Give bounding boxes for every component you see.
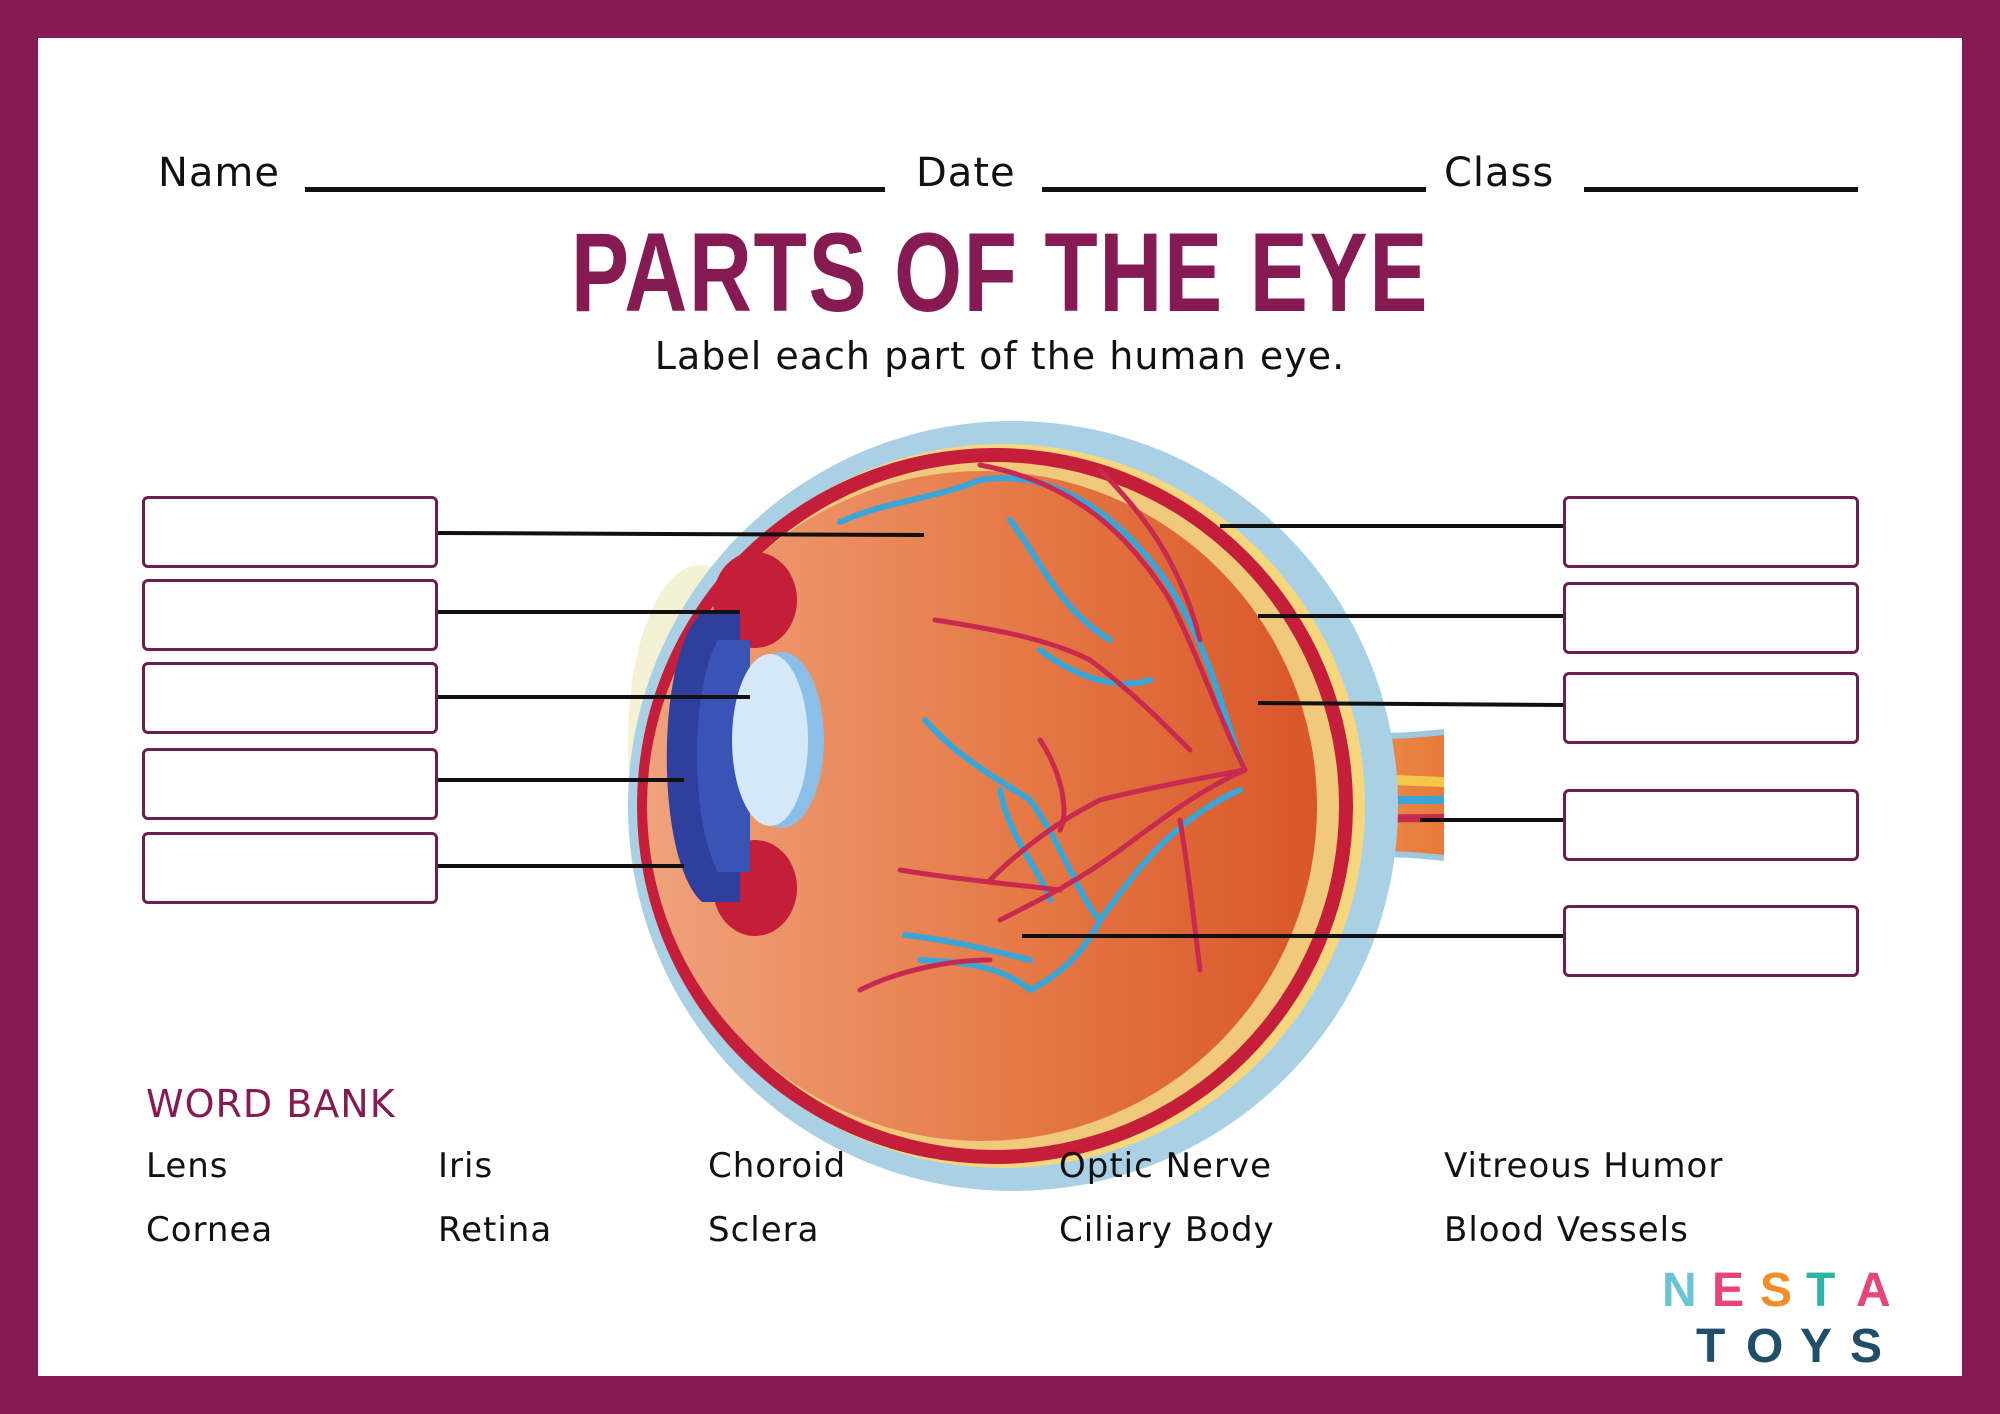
label-box-left-4[interactable] xyxy=(142,748,438,820)
label-box-right-4[interactable] xyxy=(1563,789,1859,861)
word-bank-item: Ciliary Body xyxy=(1059,1210,1275,1250)
word-bank-item: Cornea xyxy=(146,1210,274,1250)
logo-s: S xyxy=(1760,1264,1792,1317)
word-bank-item: Optic Nerve xyxy=(1059,1146,1272,1186)
date-field[interactable] xyxy=(1042,187,1426,192)
word-bank-item: Iris xyxy=(438,1146,494,1186)
logo-s2: S xyxy=(1850,1320,1882,1368)
label-box-left-5[interactable] xyxy=(142,832,438,904)
label-box-right-5[interactable] xyxy=(1563,905,1859,977)
word-bank-heading: WORD BANK xyxy=(146,1082,396,1126)
label-box-left-3[interactable] xyxy=(142,662,438,734)
logo-e: E xyxy=(1712,1264,1744,1317)
class-label: Class xyxy=(1444,150,1555,196)
label-box-right-3[interactable] xyxy=(1563,672,1859,744)
label-box-left-2[interactable] xyxy=(142,579,438,651)
red-vessels xyxy=(857,462,1248,993)
vitreous-body xyxy=(647,471,1317,1141)
class-field[interactable] xyxy=(1584,187,1858,192)
logo-n: N xyxy=(1662,1264,1697,1317)
lens xyxy=(732,654,808,826)
word-bank-item: Sclera xyxy=(708,1210,820,1250)
word-bank-item: Blood Vessels xyxy=(1444,1210,1689,1250)
name-label: Name xyxy=(158,150,281,196)
word-bank-item: Retina xyxy=(438,1210,553,1250)
logo-a: A xyxy=(1856,1264,1891,1317)
word-bank-item: Choroid xyxy=(708,1146,847,1186)
leader-lines xyxy=(436,524,1564,938)
word-bank-item: Vitreous Humor xyxy=(1444,1146,1724,1186)
label-box-right-1[interactable] xyxy=(1563,496,1859,568)
nesta-toys-logo: N E S T A T O Y S xyxy=(1662,1264,1891,1368)
label-box-left-1[interactable] xyxy=(142,496,438,568)
blue-vessels xyxy=(837,475,1243,993)
date-label: Date xyxy=(916,150,1016,196)
page-subtitle: Label each part of the human eye. xyxy=(654,334,1346,378)
logo-t2: T xyxy=(1696,1320,1725,1368)
logo-o: O xyxy=(1746,1320,1783,1368)
logo-t: T xyxy=(1806,1264,1835,1317)
logo-y: Y xyxy=(1800,1320,1832,1368)
label-box-right-2[interactable] xyxy=(1563,582,1859,654)
page-title: PARTS OF THE EYE xyxy=(570,210,1430,335)
name-field[interactable] xyxy=(305,187,885,192)
word-bank-item: Lens xyxy=(146,1146,229,1186)
